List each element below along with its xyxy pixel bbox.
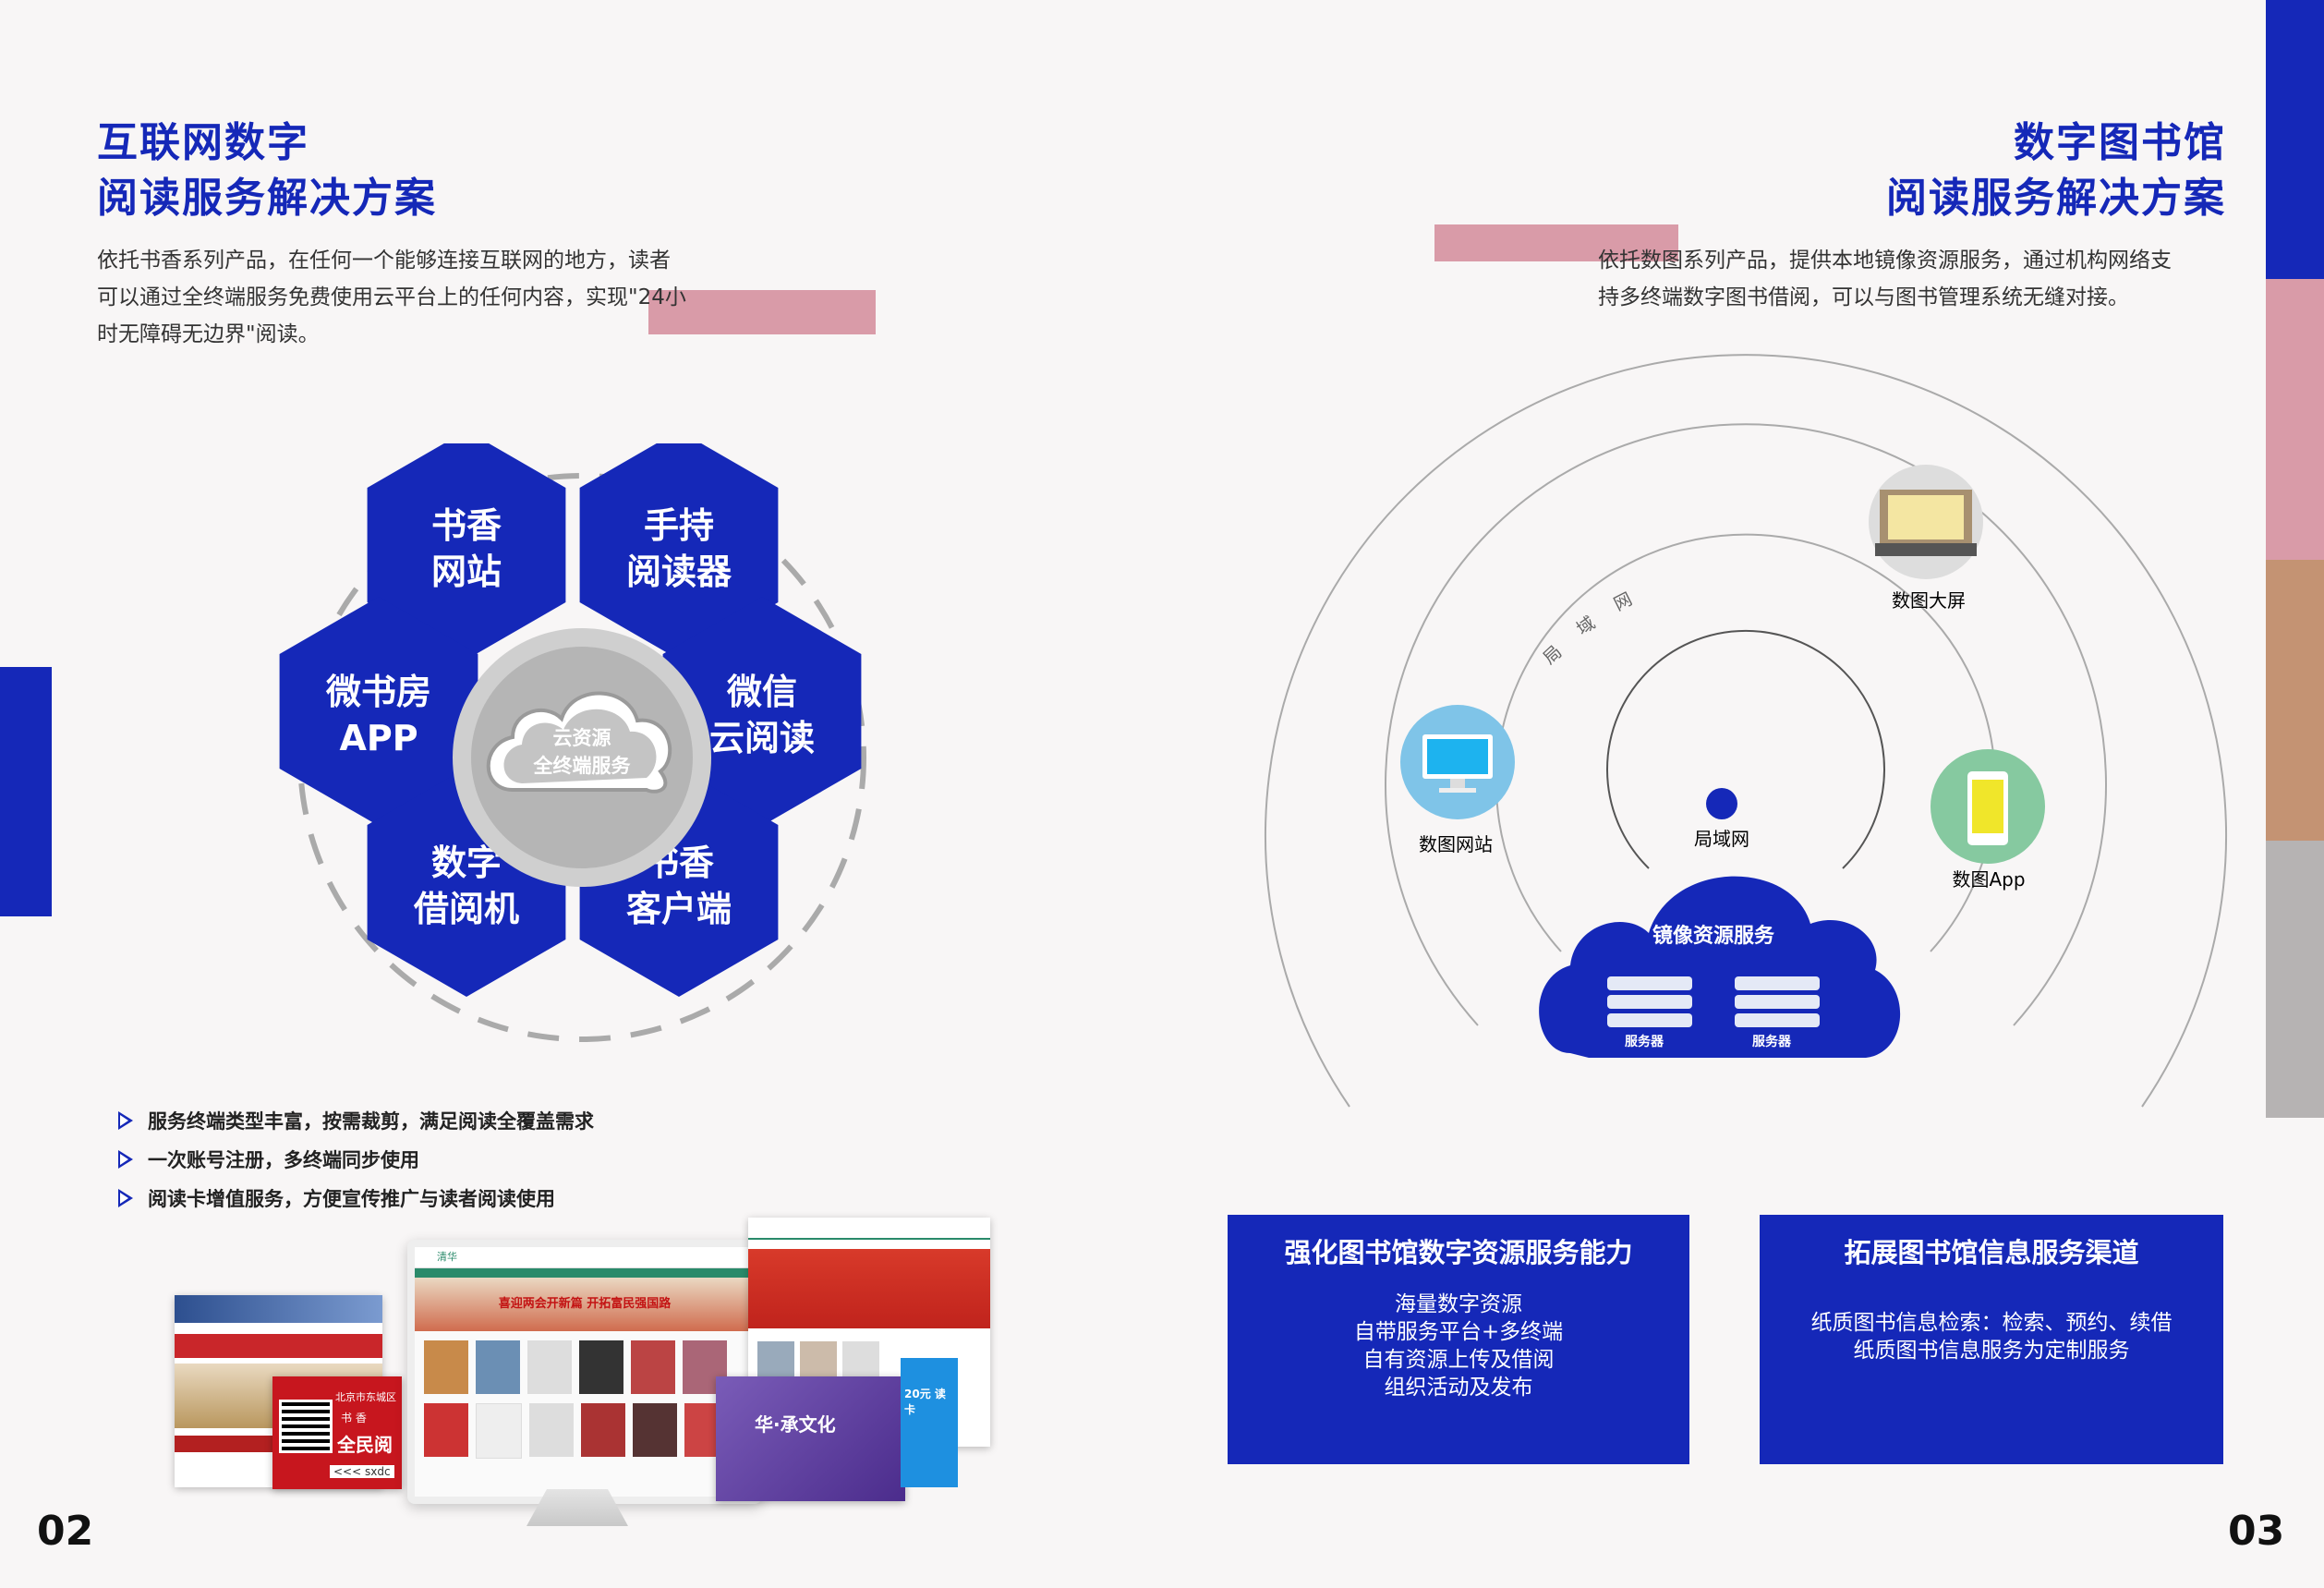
right-paragraph-line: 持多终端数字图书借阅，可以与图书管理系统无缝对接。 (1598, 285, 2129, 309)
card-title-text: 全民阅 (337, 1434, 393, 1456)
center-dot (1706, 788, 1737, 819)
right-title: 数字图书馆 阅读服务解决方案 (1886, 115, 2226, 226)
bullet-item: 阅读卡增值服务，方便宣传推广与读者阅读使用 (118, 1179, 594, 1218)
network-diagram: 局域网 局域网 数图大屏 数图网站 数图App 镜像资源服务 服务器 服务器 (1265, 354, 2227, 1108)
product-mockup-collage: 北京市东城区 书 香 全民阅 <<< sxdc 清华 喜迎两会开新篇 开拓富民强… (171, 1210, 1002, 1552)
monitor-icon (1422, 734, 1493, 793)
website-node-label: 数图网站 (1419, 833, 1493, 855)
server-unit (1735, 1013, 1820, 1027)
right-title-line2: 阅读服务解决方案 (1886, 175, 2226, 222)
bullet-text: 阅读卡增值服务，方便宣传推广与读者阅读使用 (148, 1188, 555, 1210)
right-strip-pink (2266, 279, 2324, 560)
box1-line: 自有资源上传及借阅 (1362, 1348, 1555, 1372)
right-strip-tan (2266, 560, 2324, 841)
card3-text: 20元 读卡 (904, 1388, 946, 1416)
cloud-inner (503, 709, 657, 783)
box2-line: 纸质图书信息检索：检索、预约、续借 (1810, 1311, 2173, 1335)
card-line-text: 书 香 (341, 1412, 367, 1424)
arc-ring-2 (1385, 423, 2107, 1026)
hexagon-label-line1: 微书房 (325, 672, 431, 712)
phone-icon (1967, 771, 2008, 845)
big-screen-icon (1875, 490, 1977, 556)
blue-card: 20元 读卡 (901, 1358, 958, 1487)
box1-line: 自带服务平台+多终端 (1353, 1320, 1564, 1344)
left-pink-highlight (648, 290, 876, 334)
box1-line: 海量数字资源 (1395, 1292, 1522, 1316)
center-label-1: 云资源 (553, 727, 611, 749)
hexagon-label-line2: 阅读器 (626, 552, 732, 592)
center-lan-label: 局域网 (1694, 828, 1749, 850)
triangle-icon (118, 1189, 133, 1207)
arc-ring-4 (1606, 629, 1885, 869)
hexagon-2 (579, 443, 779, 660)
feature-box-2: 拓展图书馆信息服务渠道 纸质图书信息检索：检索、预约、续借 纸质图书信息服务为定… (1760, 1215, 2223, 1464)
hexagon-1 (367, 443, 566, 660)
card-url-text: <<< sxdc (330, 1465, 394, 1478)
monitor-brand: 清华 (415, 1247, 755, 1268)
right-strip-blue (2266, 0, 2324, 279)
triangle-icon (118, 1111, 133, 1130)
server-unit (1735, 976, 1820, 990)
hexagon-label-line2: 网站 (431, 552, 502, 592)
left-paragraph-line: 依托书香系列产品，在任何一个能够连接互联网的地方，读者 (97, 249, 671, 273)
bullet-item: 一次账号注册，多终端同步使用 (118, 1140, 594, 1179)
hexagon-label-line1: 数字 (431, 842, 502, 883)
server-unit (1735, 995, 1820, 1009)
purple-card: 华·承文化 (716, 1376, 905, 1501)
server-label-2: 服务器 (1752, 1034, 1792, 1049)
right-paragraph-line: 依托数图系列产品，提供本地镜像资源服务，通过机构网络支 (1598, 249, 2172, 273)
feature-box-1: 强化图书馆数字资源服务能力 海量数字资源 自带服务平台+多终端 自有资源上传及借… (1228, 1215, 1689, 1464)
hexagon-label-line2: APP (339, 718, 418, 758)
left-title: 互联网数字 阅读服务解决方案 (97, 115, 437, 226)
card-org-text: 北京市东城区 (335, 1391, 396, 1403)
server-label-1: 服务器 (1625, 1034, 1664, 1049)
right-paragraph: 依托数图系列产品，提供本地镜像资源服务，通过机构网络支 持多终端数字图书借阅，可… (1598, 242, 2245, 316)
box1-line: 组织活动及发布 (1384, 1376, 1533, 1400)
bullet-list: 服务终端类型丰富，按需裁剪，满足阅读全覆盖需求 一次账号注册，多终端同步使用 阅… (118, 1101, 594, 1218)
hexagon-4 (662, 597, 862, 826)
app-node-label: 数图App (1952, 868, 2025, 891)
monitor-mockup: 清华 喜迎两会开新篇 开拓富民强国路 (407, 1240, 762, 1504)
screen-node-label: 数图大屏 (1892, 589, 1966, 612)
hexagon-label-line2: 云阅读 (709, 718, 815, 758)
left-paragraph-line: 时无障碍无边界"阅读。 (97, 322, 320, 346)
hexagon-3 (279, 597, 478, 826)
right-strip-grey (2266, 841, 2324, 1118)
left-edge-blue-bar (0, 667, 52, 916)
box2-title: 拓展图书馆信息服务渠道 (1844, 1237, 2139, 1268)
cloud-label: 镜像资源服务 (1652, 924, 1775, 948)
page-number-right: 03 (2228, 1508, 2285, 1555)
hexagon-label-line1: 手持 (644, 505, 714, 546)
right-pink-highlight (1434, 224, 1678, 261)
right-title-line1: 数字图书馆 (2014, 119, 2226, 166)
page-number-left: 02 (37, 1508, 94, 1555)
lan-arc-label: 局域网 (1540, 577, 1659, 669)
server-unit (1607, 995, 1692, 1009)
left-paragraph-line: 可以通过全终端服务免费使用云平台上的任何内容，实现"24小 (97, 285, 686, 309)
bullet-text: 一次账号注册，多终端同步使用 (148, 1149, 419, 1171)
box1-title: 强化图书馆数字资源服务能力 (1284, 1237, 1633, 1268)
bullet-text: 服务终端类型丰富，按需裁剪，满足阅读全覆盖需求 (148, 1110, 594, 1133)
mirror-cloud-shape (1539, 876, 1901, 1058)
box2-line: 纸质图书信息服务为定制服务 (1853, 1339, 2130, 1363)
left-title-line2: 阅读服务解决方案 (97, 175, 437, 222)
server-unit (1607, 1013, 1692, 1027)
monitor-banner: 喜迎两会开新篇 开拓富民强国路 (415, 1278, 755, 1331)
card2-text: 华·承文化 (755, 1413, 836, 1436)
arc-ring-1 (1265, 354, 2227, 1108)
triangle-icon (118, 1150, 133, 1169)
banner-text: 喜迎两会开新篇 开拓富民强国路 (498, 1297, 672, 1311)
hexagon-label-line1: 书香 (431, 505, 502, 546)
red-reading-card: 北京市东城区 书 香 全民阅 <<< sxdc (272, 1376, 402, 1489)
qr-code-icon (279, 1400, 333, 1453)
hexagon-label-line2: 借阅机 (413, 889, 519, 929)
left-title-line1: 互联网数字 (97, 119, 309, 166)
left-paragraph: 依托书香系列产品，在任何一个能够连接互联网的地方，读者 可以通过全终端服务免费使… (97, 242, 762, 353)
server-unit (1607, 976, 1692, 990)
hexagon-label-line2: 客户端 (626, 889, 732, 929)
hexagon-label-line1: 微信 (726, 672, 797, 712)
center-label-2: 全终端服务 (533, 755, 632, 777)
bullet-item: 服务终端类型丰富，按需裁剪，满足阅读全覆盖需求 (118, 1101, 594, 1140)
